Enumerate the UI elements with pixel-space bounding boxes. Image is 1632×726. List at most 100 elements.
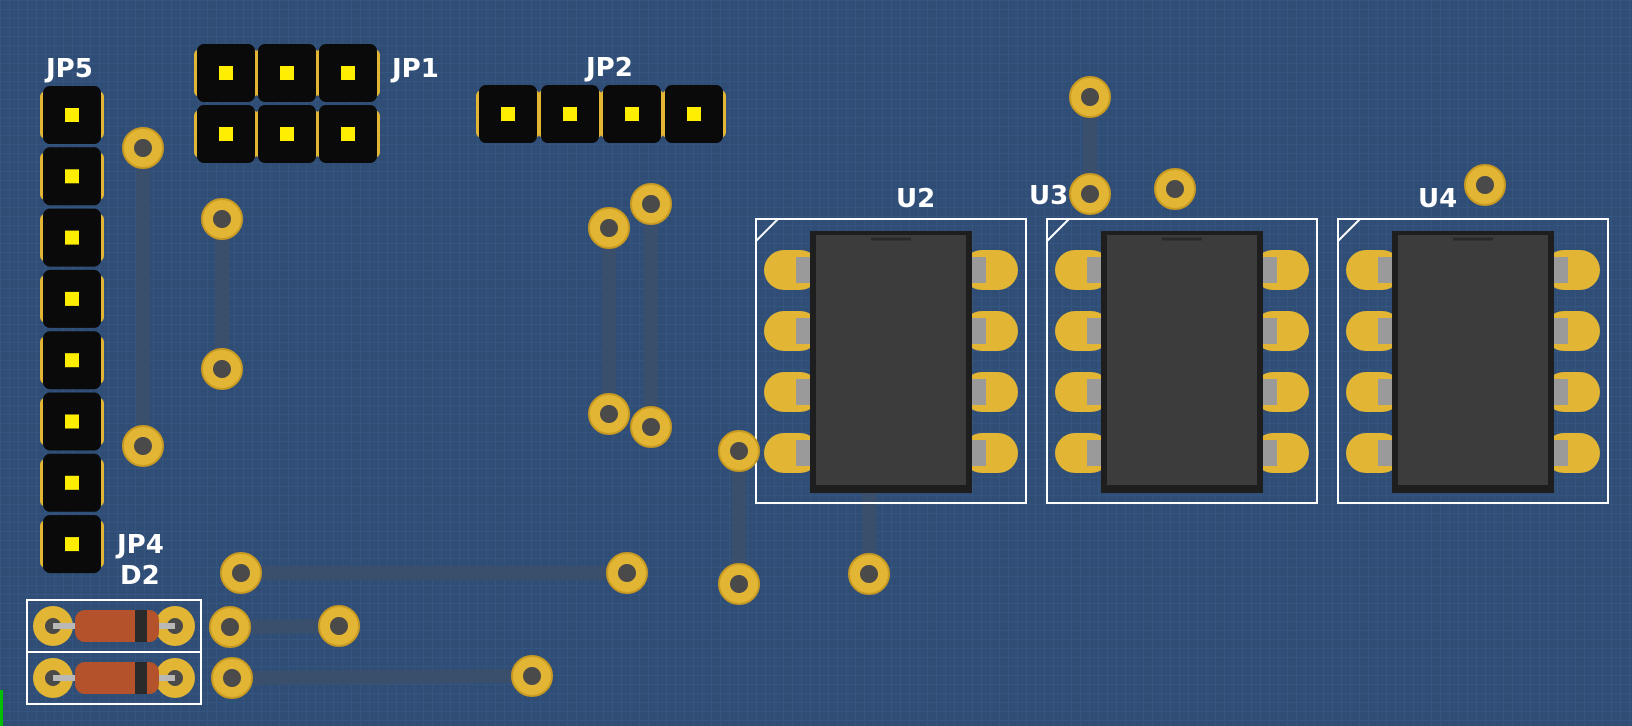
- ic-lead-left: [1378, 440, 1392, 466]
- ic-lead-right: [972, 440, 986, 466]
- ic-lead-left: [796, 257, 810, 283]
- via-6: [630, 183, 672, 225]
- via-7: [588, 393, 630, 435]
- ic-lead-left: [1087, 379, 1101, 405]
- pin-square: [65, 353, 79, 368]
- jp1-header-pin: [255, 44, 319, 102]
- u4-ic-outline: [1337, 218, 1609, 504]
- label-u2: U2: [896, 184, 935, 214]
- vias-layer: [122, 76, 1506, 699]
- via-hole: [330, 617, 348, 635]
- via-hole: [523, 667, 541, 685]
- pin-square: [280, 127, 294, 141]
- pin-square: [341, 66, 355, 80]
- pin-square: [65, 230, 79, 245]
- pin-square: [65, 475, 79, 490]
- jp5-header-pin: [40, 392, 104, 451]
- via-13: [211, 657, 253, 699]
- pin-square: [65, 291, 79, 306]
- pin-square: [65, 537, 79, 552]
- via-4: [201, 348, 243, 390]
- ic-lead-left: [796, 318, 810, 344]
- via-hole: [134, 437, 152, 455]
- ic-lead-left: [796, 440, 810, 466]
- via-11: [209, 606, 251, 648]
- jp2-header-pin: [538, 85, 602, 143]
- diode-2-cathode-band: [135, 662, 147, 694]
- via-hole: [1081, 185, 1099, 203]
- ic-lead-right: [972, 257, 986, 283]
- label-jp1: JP1: [390, 54, 439, 84]
- via-hole: [1081, 88, 1099, 106]
- ic-lead-right: [972, 379, 986, 405]
- pin-square: [65, 108, 79, 122]
- u4-ic-pin1-marker: [1337, 218, 1361, 242]
- jp2-header-pin: [662, 85, 726, 143]
- ic-lead-left: [1378, 379, 1392, 405]
- via-hole: [1476, 176, 1494, 194]
- u4-ic: [1337, 218, 1609, 504]
- diode-d2: [26, 599, 202, 653]
- via-hole: [600, 405, 618, 423]
- ic-lead-left: [1087, 257, 1101, 283]
- via-15: [718, 430, 760, 472]
- ic-lead-right: [1263, 257, 1277, 283]
- jp1-header: [194, 44, 380, 163]
- pin-square: [65, 414, 79, 429]
- jp5-header-pin: [40, 453, 104, 512]
- ic-lead-left: [1378, 318, 1392, 344]
- via-hole: [213, 360, 231, 378]
- diode-2: [26, 651, 202, 705]
- pin-square: [563, 107, 577, 121]
- ic-lead-right: [1263, 379, 1277, 405]
- ic-lead-left: [796, 379, 810, 405]
- via-17: [848, 553, 890, 595]
- via-hole: [642, 195, 660, 213]
- u3-ic: [1046, 218, 1318, 504]
- ic-lead-right: [1263, 318, 1277, 344]
- jp2-header-pin: [600, 85, 664, 143]
- via-10: [606, 552, 648, 594]
- u2-ic-outline: [755, 218, 1027, 504]
- label-jp5: JP5: [44, 54, 93, 84]
- jp5-header-pin: [40, 269, 104, 328]
- trace-7: [225, 669, 539, 685]
- jp5-header-pin: [40, 86, 104, 144]
- diode-2-outline: [26, 651, 202, 705]
- ic-lead-left: [1087, 440, 1101, 466]
- pin-square: [687, 107, 701, 121]
- pin-square: [341, 127, 355, 141]
- via-hole: [134, 139, 152, 157]
- jp2-header-pin: [476, 85, 540, 143]
- label-d2: D2: [120, 561, 160, 591]
- via-hole: [600, 219, 618, 237]
- jp5-header-pin: [40, 208, 104, 267]
- via-hole: [221, 618, 239, 636]
- diode-d2-cathode-band: [135, 610, 147, 642]
- jp1-header-pin: [255, 105, 319, 163]
- jp1-header-pin: [194, 105, 258, 163]
- via-2: [122, 425, 164, 467]
- jp2-header: [476, 85, 726, 143]
- silkscreen-labels: JP5 JP1 JP2 JP4 D2 U2 U3 U4: [44, 53, 1457, 591]
- u3-ic-pin1-marker: [1046, 218, 1070, 242]
- u2-ic: [755, 218, 1027, 504]
- via-12: [318, 605, 360, 647]
- via-16: [718, 563, 760, 605]
- via-14: [511, 655, 553, 697]
- via-hole: [1166, 180, 1184, 198]
- jp1-header-pin: [316, 105, 380, 163]
- pin-square: [625, 107, 639, 121]
- label-u3: U3: [1029, 181, 1068, 211]
- u3-ic-body: [1107, 235, 1257, 485]
- pin-square: [65, 169, 79, 184]
- pin-square: [219, 66, 233, 80]
- components-layer: [26, 44, 1609, 705]
- ic-lead-right: [972, 318, 986, 344]
- via-3: [201, 198, 243, 240]
- via-hole: [213, 210, 231, 228]
- jp5-header-pin: [40, 331, 104, 390]
- via-hole: [618, 564, 636, 582]
- via-9: [220, 552, 262, 594]
